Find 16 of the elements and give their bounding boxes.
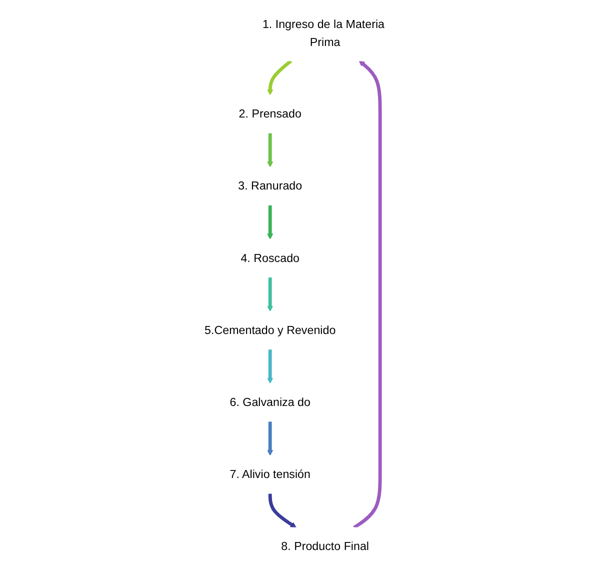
arrow [267, 132, 274, 168]
node-text: 4. Roscado [240, 252, 300, 264]
arrow [267, 421, 274, 456]
arrow [267, 205, 274, 240]
node-text: 1. Ingreso de la Materia Prima [262, 18, 385, 48]
arrow [267, 349, 274, 384]
node-text: 8. Producto Final [281, 540, 370, 553]
arrow [268, 493, 296, 528]
node-text: 3. Ranurado [238, 179, 302, 192]
arrow [267, 277, 274, 312]
arrow [267, 60, 292, 96]
node-text: 6. Galvaniza do [230, 396, 310, 409]
node-text: 5.Cementado y Revenido [204, 324, 336, 337]
node-text: 2. Prensado [238, 107, 302, 120]
arrow [353, 60, 382, 530]
node-text: 7. Alivio tensión [230, 468, 310, 481]
